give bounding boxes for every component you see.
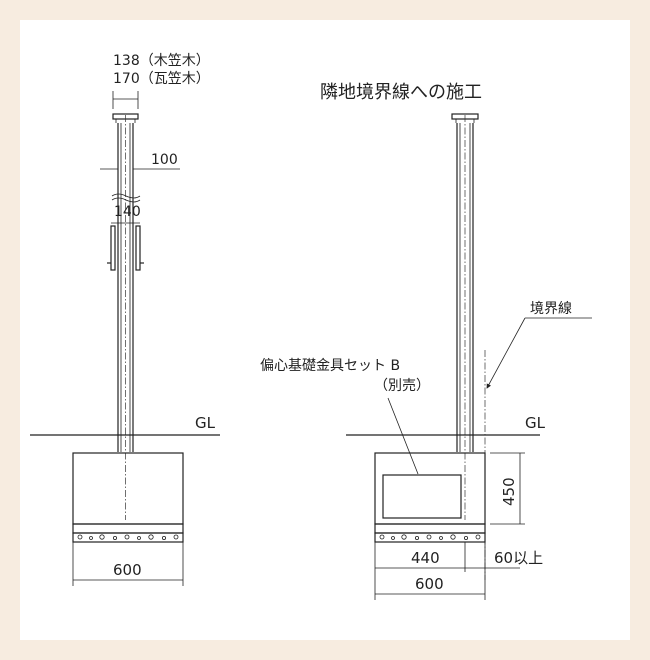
base-layer-right bbox=[374, 523, 486, 534]
dim-bracket: 140 bbox=[114, 204, 141, 220]
dim-height: 450 bbox=[500, 477, 518, 506]
gl-label: GL bbox=[195, 414, 216, 432]
bracket-note: （別売） bbox=[374, 378, 430, 394]
right-elevation: 隣地境界線への施工 境界線 偏心基礎金具セット B （別売） GL bbox=[260, 82, 592, 600]
dim-base-width-right: 600 bbox=[415, 575, 444, 593]
dim-cap-tile: 170（瓦笠木） bbox=[113, 71, 210, 87]
dim-inner: 440 bbox=[411, 549, 440, 567]
gravel-layer bbox=[72, 532, 184, 543]
dim-post: 100 bbox=[151, 152, 178, 168]
left-elevation: 138（木笠木） 170（瓦笠木） 100 140 GL bbox=[30, 53, 220, 586]
right-title: 隣地境界線への施工 bbox=[320, 82, 482, 103]
concrete-foundation-right bbox=[374, 452, 486, 525]
bracket-right bbox=[135, 225, 141, 271]
gravel-layer-right bbox=[374, 532, 486, 543]
diagram-frame: 138（木笠木） 170（瓦笠木） 100 140 GL bbox=[20, 20, 630, 640]
eccentric-bracket bbox=[382, 474, 462, 519]
dim-cap-wood: 138（木笠木） bbox=[113, 53, 210, 69]
concrete-foundation bbox=[72, 452, 184, 525]
gl-label-right: GL bbox=[525, 414, 546, 432]
bracket-label: 偏心基礎金具セット B bbox=[260, 357, 400, 374]
bracket-left bbox=[110, 225, 116, 271]
dim-offset: 60以上 bbox=[494, 549, 543, 567]
base-layer bbox=[72, 523, 184, 534]
dim-base-width-left: 600 bbox=[113, 561, 142, 579]
construction-diagram: 138（木笠木） 170（瓦笠木） 100 140 GL bbox=[30, 53, 592, 600]
boundary-label: 境界線 bbox=[530, 301, 572, 317]
